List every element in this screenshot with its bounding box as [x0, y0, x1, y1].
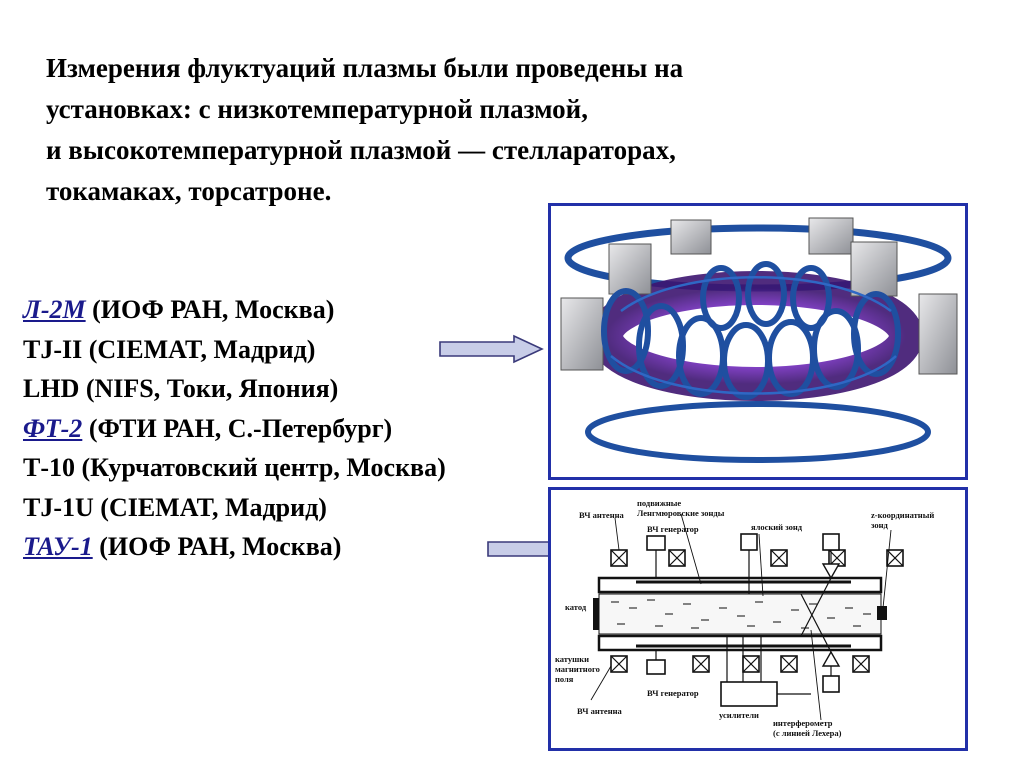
device-row-ft2: ФТ-2 (ФТИ РАН, С.-Петербург)	[23, 409, 446, 449]
label-movable-probes: Ленгмюровские зонды	[637, 508, 725, 518]
device-row-t10: Т-10 (Курчатовский центр, Москва)	[23, 448, 446, 488]
label-cathode: катод	[565, 602, 587, 612]
device-detail: (ИОФ РАН, Москва)	[85, 295, 335, 324]
right-arrow-icon	[439, 334, 544, 364]
tau1-schematic-panel: подвижные Ленгмюровские зонды ВЧ антенна…	[548, 487, 968, 751]
intro-line: установках: с низкотемпературной плазмой…	[46, 94, 588, 124]
device-detail: (ИОФ РАН, Москва)	[92, 532, 342, 561]
label-coils: катушки	[555, 654, 589, 664]
label-movable-probes: подвижные	[637, 498, 681, 508]
stellarator-image-panel	[548, 203, 968, 480]
device-detail: (ФТИ РАН, С.-Петербург)	[82, 413, 393, 443]
device-detail: (CIEMAT, Мадрид)	[93, 492, 327, 522]
device-list: Л-2М (ИОФ РАН, Москва) TJ-II (CIEMAT, Ма…	[23, 290, 446, 567]
label-interferometer: (с линией Лехера)	[773, 728, 842, 738]
label-ball-probe: ялоский зонд	[751, 522, 803, 532]
device-link-l2m[interactable]: Л-2М	[23, 295, 86, 324]
intro-line: токамаках, торсатроне.	[46, 176, 332, 206]
label-interferometer: интерферометр	[773, 718, 833, 728]
device-detail: (Курчатовский центр, Москва)	[75, 453, 446, 482]
label-rf-antenna: ВЧ антенна	[579, 510, 624, 520]
label-coils: магнитного	[555, 664, 600, 674]
label-rf-generator: ВЧ генератор	[647, 524, 699, 534]
device-name: LHD	[23, 374, 80, 403]
device-link-ft2[interactable]: ФТ-2	[23, 413, 83, 443]
label-amplifiers: усилители	[719, 710, 759, 720]
device-link-tau1[interactable]: ТАУ-1	[23, 532, 93, 561]
label-rf-antenna: ВЧ антенна	[577, 706, 622, 716]
device-row-tau1: ТАУ-1 (ИОФ РАН, Москва)	[23, 527, 446, 567]
device-row-tj1u: TJ-1U (CIEMAT, Мадрид)	[23, 488, 446, 528]
device-detail: (CIEMAT, Мадрид)	[82, 334, 316, 364]
label-rf-generator: ВЧ генератор	[647, 688, 699, 698]
device-row-tj2: TJ-II (CIEMAT, Мадрид)	[23, 330, 446, 370]
stellarator-illustration	[560, 217, 958, 463]
label-z-probe: z-координатный	[871, 510, 934, 520]
device-name: TJ-II	[23, 334, 83, 364]
device-name: Т-10	[23, 453, 75, 482]
intro-line: и высокотемпературной плазмой — стеллара…	[46, 135, 676, 165]
device-name: TJ-1U	[23, 492, 94, 522]
label-z-probe: зонд	[871, 520, 889, 530]
tau1-schematic-diagram: подвижные Ленгмюровские зонды ВЧ антенна…	[555, 498, 934, 738]
intro-line: Измерения флуктуаций плазмы были проведе…	[46, 53, 684, 83]
device-detail: (NIFS, Токи, Япония)	[79, 374, 339, 403]
device-row-l2m: Л-2М (ИОФ РАН, Москва)	[23, 290, 446, 330]
label-coils: поля	[555, 674, 574, 684]
device-row-lhd: LHD (NIFS, Токи, Япония)	[23, 369, 446, 409]
intro-text: Измерения флуктуаций плазмы были проведе…	[46, 48, 946, 212]
